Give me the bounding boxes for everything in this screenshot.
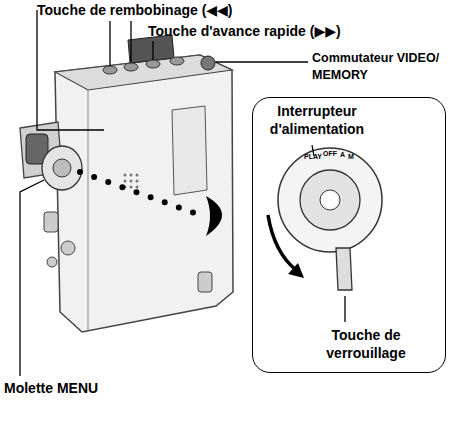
part-label: Touche de verrouillage — [301, 326, 431, 362]
dial-mark: OFF — [323, 150, 337, 158]
part-label: Commutateur VIDEO/ MEMORY — [312, 50, 450, 84]
zoom-panel: Interrupteur d'alimentationTouche de ver… — [252, 97, 446, 373]
part-label: Interrupteur d'alimentation — [261, 102, 373, 138]
part-label: Touche d'avance rapide (▶▶) — [148, 23, 341, 40]
dial-mark: PLAY — [304, 153, 322, 161]
part-label: Touche de rembobinage (◀◀) — [37, 2, 233, 19]
dial-mark: M — [348, 153, 354, 161]
part-label: Molette MENU — [4, 380, 98, 397]
dial-mark: A — [340, 151, 345, 159]
